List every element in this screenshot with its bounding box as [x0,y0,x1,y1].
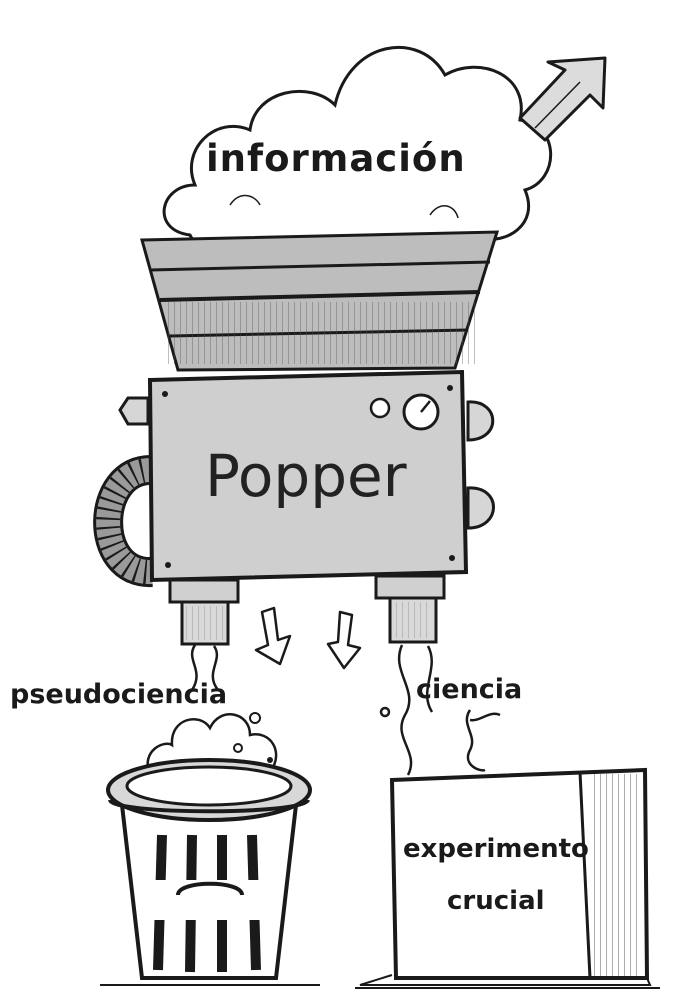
science-label: ciencia [416,676,522,703]
information-label: información [206,140,466,177]
crate-label-line2: crucial [447,888,545,914]
down-arrow-left-icon [256,608,290,664]
left-output-pipe-icon [170,580,238,644]
right-output-pipe-icon [376,576,444,642]
trash-can-icon [108,760,310,978]
right-knob-icon [468,402,494,528]
input-arrow-icon [520,58,605,140]
crate-label-line1: experimento [403,836,589,862]
right-steam-icon [381,645,500,775]
experiment-crate-icon [360,770,650,985]
left-bolt-icon [120,398,148,424]
machine-label: Popper [205,447,407,505]
side-hose-icon [108,470,152,572]
hopper-funnel-icon [142,232,497,370]
pseudoscience-label: pseudociencia [10,681,227,708]
down-arrow-right-icon [328,612,360,668]
